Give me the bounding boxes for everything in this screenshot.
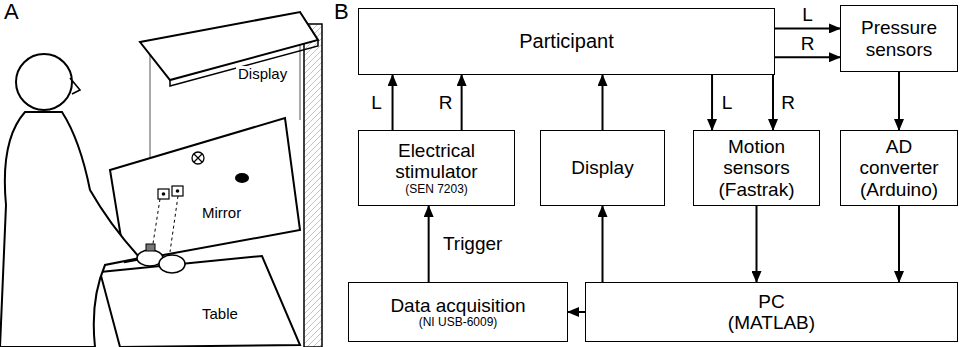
signal-arrow	[775, 27, 840, 29]
projection-line	[152, 196, 178, 252]
start-cross	[194, 154, 202, 162]
process-box: Display	[540, 130, 665, 206]
signal-arrow	[602, 75, 604, 130]
box-label: PC	[758, 291, 784, 312]
start-target	[192, 152, 204, 164]
panel-letter: A	[2, 0, 21, 24]
display-edge	[170, 40, 318, 86]
right-hand	[159, 255, 185, 273]
process-box: PC(MATLAB)	[585, 282, 958, 342]
box-label: Participant	[519, 30, 614, 52]
device-model: (Fastrak)	[719, 179, 795, 200]
process-box: AD converter(Arduino)	[840, 130, 958, 206]
signal-arrow	[898, 72, 900, 130]
device-model: (NI USB-6009)	[419, 316, 498, 329]
pressure-sensor	[146, 244, 155, 251]
process-box: Electrical stimulator(SEN 7203)	[358, 130, 515, 206]
participant-silhouette	[0, 112, 140, 347]
edge-label: L	[800, 5, 815, 26]
signal-arrow	[602, 206, 604, 282]
goal-dot	[235, 173, 249, 183]
edge-label: R	[779, 92, 797, 113]
signal-arrow	[461, 75, 463, 130]
box-label: Pressure sensors	[846, 17, 952, 60]
part-label: Display	[236, 66, 289, 83]
participant-head	[16, 54, 72, 110]
edge-label: R	[799, 34, 817, 55]
signal-arrow	[756, 206, 758, 282]
box-label: AD converter	[846, 136, 952, 179]
device-model: (MATLAB)	[728, 312, 815, 333]
signal-arrow	[568, 311, 585, 313]
device-model: (SEN 7203)	[405, 183, 468, 196]
edge-label: Trigger	[441, 234, 504, 255]
frame-post	[304, 24, 322, 347]
signal-arrow	[772, 75, 774, 130]
table-plane	[100, 256, 300, 347]
panel-letter: B	[332, 0, 351, 24]
signal-arrow	[711, 75, 713, 130]
box-label: Electrical stimulator	[364, 140, 509, 183]
process-box: Participant	[358, 8, 775, 75]
process-box: Motion sensors(Fastrak)	[693, 130, 820, 206]
part-label: Mirror	[200, 205, 243, 222]
edge-label: R	[437, 92, 455, 113]
signal-arrow	[775, 56, 840, 58]
box-label: Motion sensors	[699, 136, 814, 179]
process-box: Pressure sensors	[840, 5, 958, 72]
box-label: Data acquisition	[390, 295, 525, 316]
process-box: Data acquisition(NI USB-6009)	[348, 282, 568, 342]
part-label: Table	[200, 306, 240, 323]
finger-marker	[158, 189, 169, 199]
finger-marker	[172, 186, 183, 196]
signal-arrow	[898, 206, 900, 282]
edge-label: L	[720, 92, 735, 113]
box-label: Display	[571, 157, 633, 178]
signal-arrow	[428, 206, 430, 282]
mirror-plane	[110, 118, 300, 262]
signal-arrow	[392, 75, 394, 130]
device-model: (Arduino)	[860, 179, 938, 200]
edge-label: L	[369, 92, 384, 113]
